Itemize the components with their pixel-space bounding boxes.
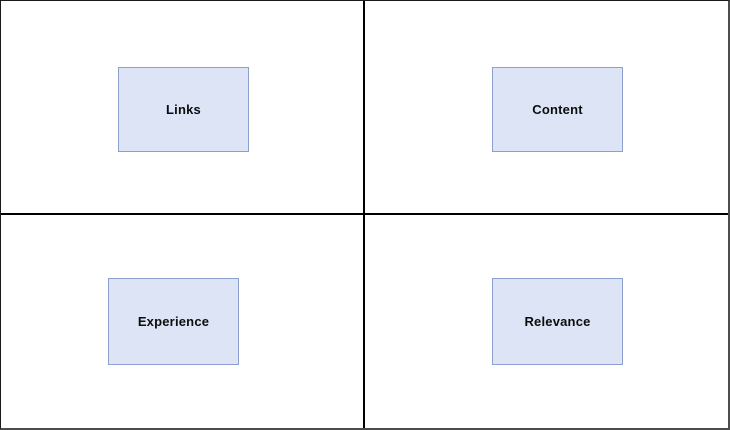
quadrant-box-content: Content bbox=[492, 67, 623, 152]
quadrant-box-relevance: Relevance bbox=[492, 278, 623, 365]
quadrant-label-content: Content bbox=[532, 102, 583, 117]
horizontal-divider-line bbox=[1, 213, 728, 215]
quadrant-box-experience: Experience bbox=[108, 278, 239, 365]
quadrant-box-links: Links bbox=[118, 67, 249, 152]
quadrant-label-relevance: Relevance bbox=[524, 314, 591, 329]
quadrant-label-links: Links bbox=[166, 102, 201, 117]
quadrant-label-experience: Experience bbox=[137, 314, 210, 329]
